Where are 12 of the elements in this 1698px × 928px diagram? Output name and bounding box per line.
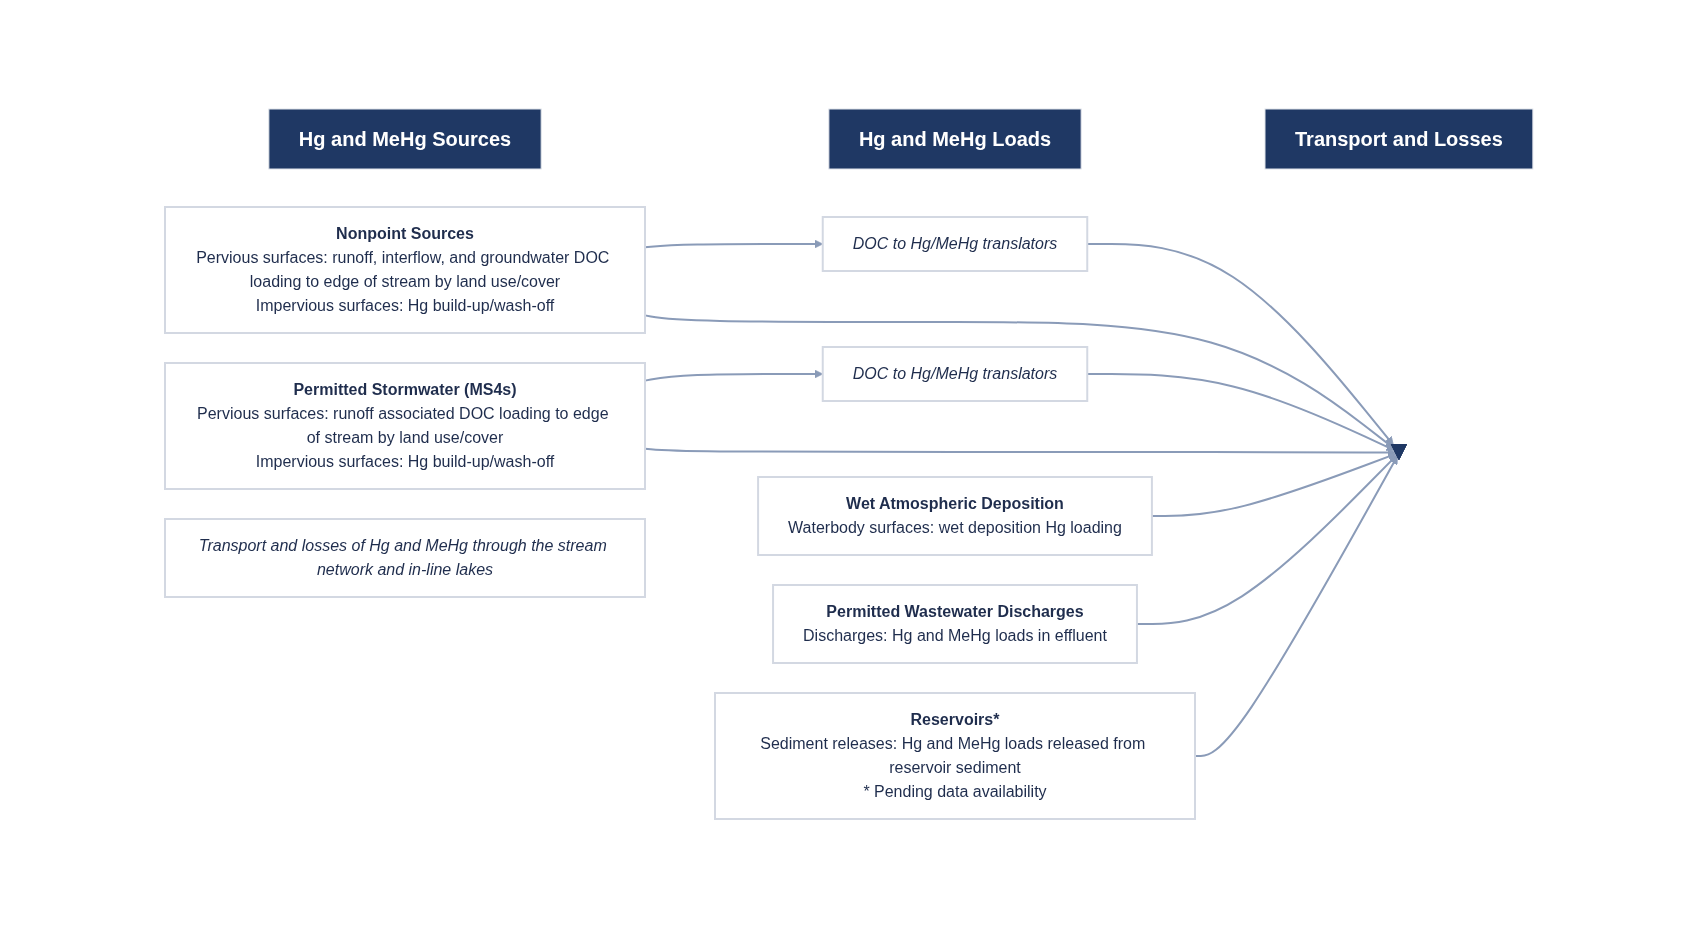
node-box: Wet Atmospheric Deposition Waterbody surfaces: wet deposition Hg loading	[757, 476, 1153, 556]
node-box: DOC to Hg/MeHg translators	[821, 346, 1089, 402]
node-box: Reservoirs* Sediment releases: Hg and MeHg loads released from reservoir sediment * Pending data availability	[714, 692, 1197, 820]
node-box: Permitted Wastewater Discharges Discharges: Hg and MeHg loads in effluent	[772, 584, 1138, 664]
node-box: DOC to Hg/MeHg translators	[821, 216, 1089, 272]
node-box: Transport and Losses	[1264, 108, 1534, 170]
node-box: Hg and MeHg Loads	[828, 108, 1082, 170]
node-box: Transport and losses of Hg and MeHg through the stream network and in-line lakes	[164, 518, 647, 598]
node-box: Hg and MeHg Sources	[268, 108, 542, 170]
node-box: Permitted Stormwater (MS4s) Pervious surfaces: runoff associated DOC loading to edge of stream by land use/cover Impervious surfaces: Hg build-up/wash-off	[164, 362, 647, 490]
arrow	[1151, 452, 1397, 517]
node-box: Nonpoint Sources Pervious surfaces: runoff, interflow, and groundwater DOC loading to edge of stream by land use/cover Impervious surfaces: Hg build-up/wash-off	[164, 206, 647, 334]
